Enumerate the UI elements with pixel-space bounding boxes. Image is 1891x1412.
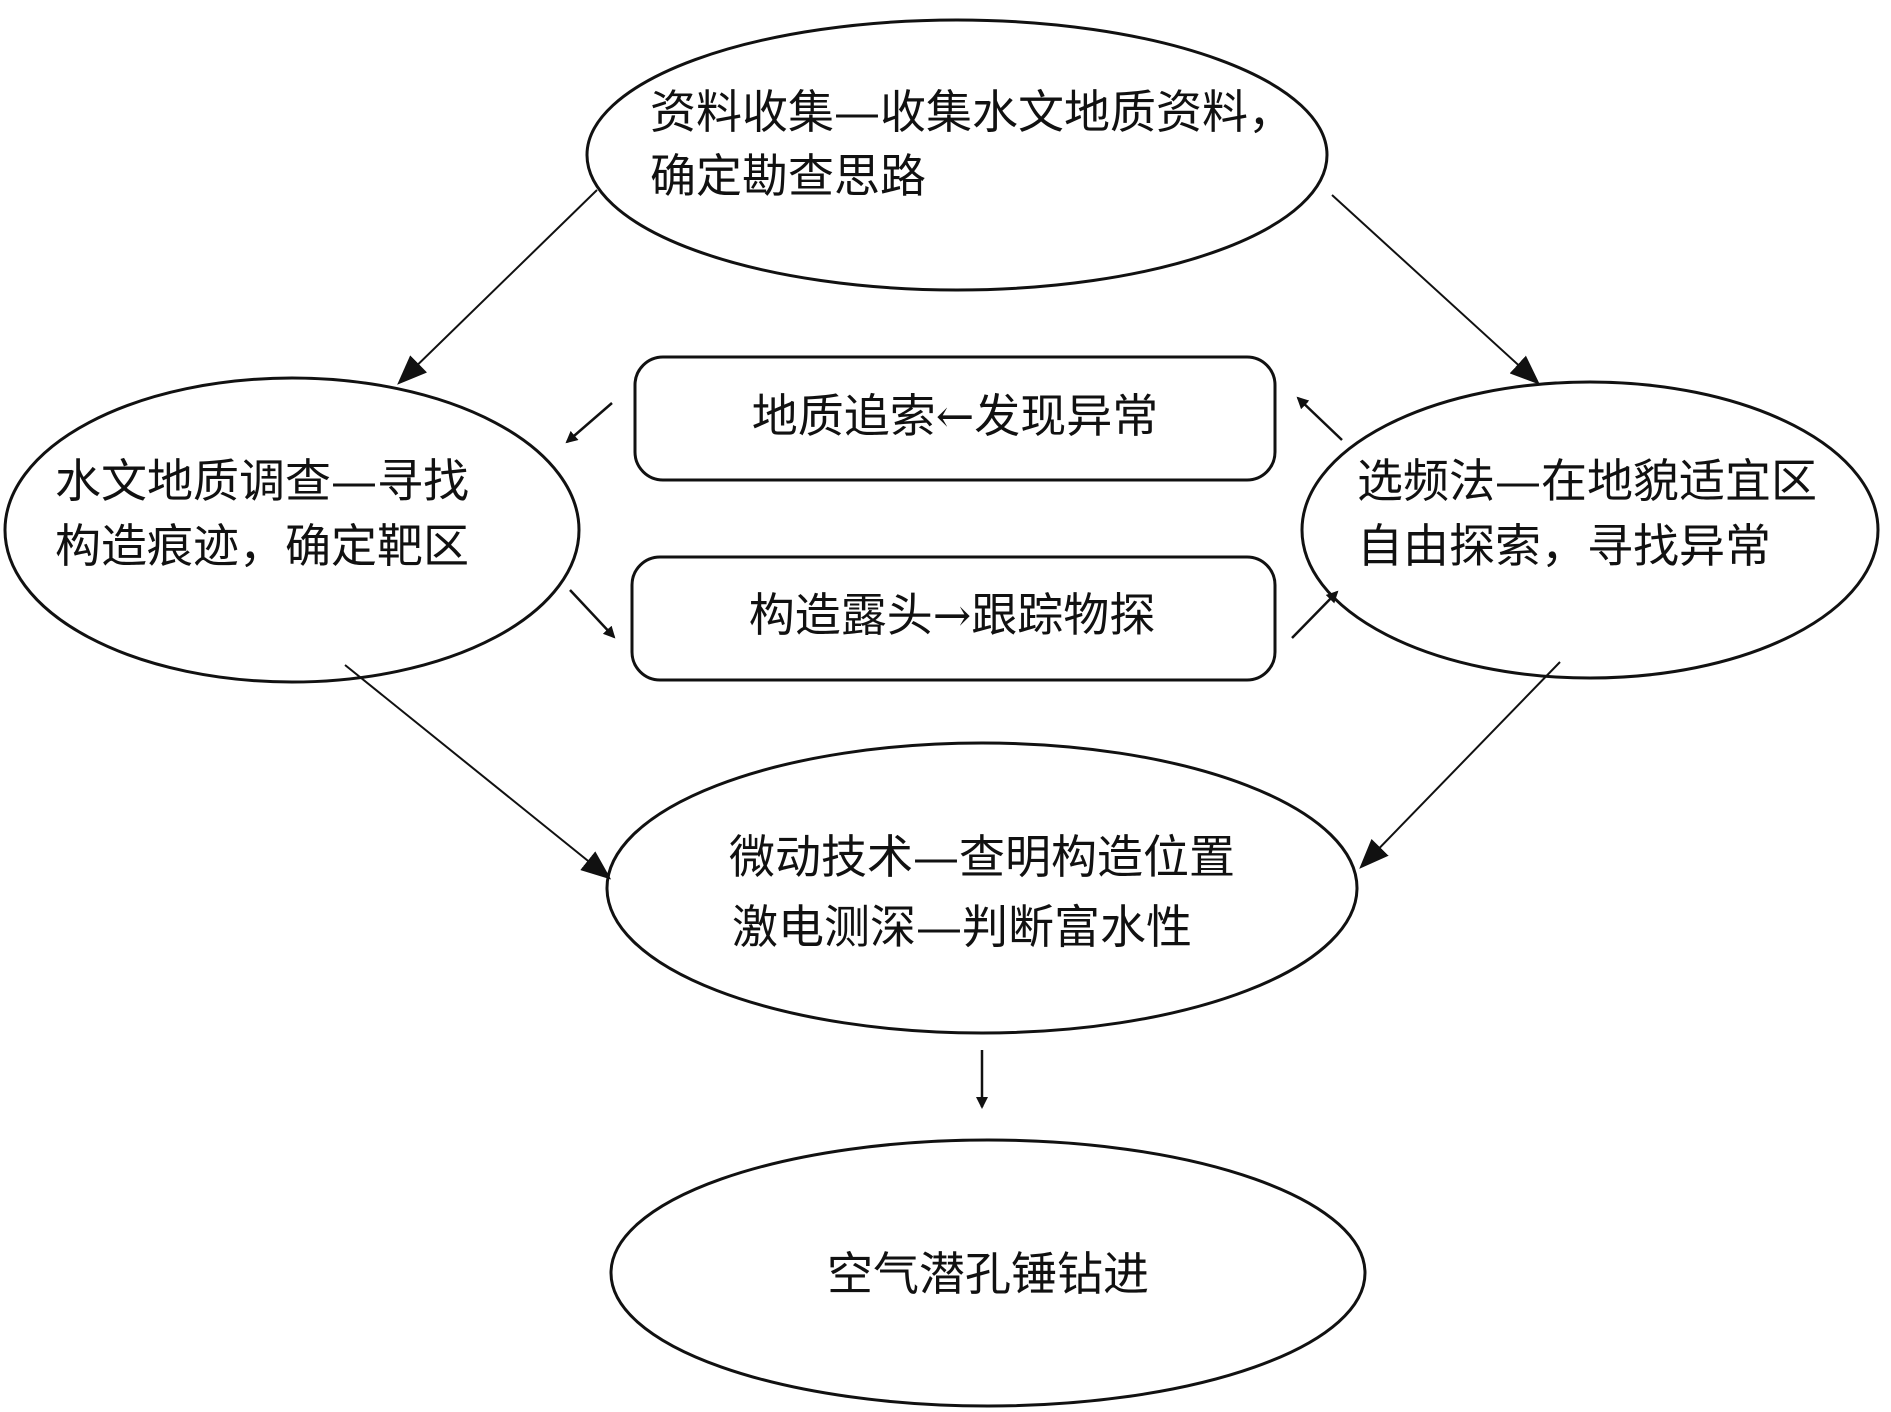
node-outcrop-tracking: 构造露头→跟踪物探 — [630, 555, 1277, 682]
node-microtremor-line2: 激电测深—判断富水性 — [732, 900, 1192, 954]
node-data-collection-line2: 确定勘查思路 — [650, 149, 926, 203]
node-frequency-method-line1: 选频法—在地貌适宜区 — [1357, 454, 1817, 508]
arrow-frequency-to-microtremor — [1359, 661, 1561, 869]
node-hydro-survey: 水文地质调查—寻找 构造痕迹，确定靶区 — [3, 376, 581, 684]
arrow-geotrace-to-survey — [565, 402, 613, 444]
node-geo-trace-label: 地质追索←发现异常 — [752, 389, 1159, 443]
node-frequency-method-line2: 自由探索，寻找异常 — [1357, 519, 1771, 573]
node-hydro-survey-line1: 水文地质调查—寻找 — [55, 454, 469, 508]
arrow-survey-to-microtremor — [344, 664, 612, 880]
node-hydro-survey-line2: 构造痕迹，确定靶区 — [55, 519, 469, 573]
node-outcrop-tracking-label: 构造露头→跟踪物探 — [749, 588, 1156, 642]
arrow-outcrop-to-frequency — [1291, 590, 1339, 639]
node-frequency-method: 选频法—在地貌适宜区 自由探索，寻找异常 — [1300, 380, 1880, 680]
node-drilling: 空气潜孔锤钻进 — [609, 1138, 1367, 1408]
arrow-survey-to-outcrop — [569, 589, 616, 639]
node-data-collection-line1: 资料收集—收集水文地质资料， — [650, 85, 1294, 139]
node-data-collection: 资料收集—收集水文地质资料， 确定勘查思路 — [585, 18, 1329, 292]
node-geo-trace: 地质追索←发现异常 — [633, 355, 1277, 482]
arrow-collection-to-frequency — [1331, 194, 1540, 385]
arrow-frequency-to-geotrace — [1296, 396, 1343, 441]
node-drilling-label: 空气潜孔锤钻进 — [827, 1247, 1149, 1301]
arrow-collection-to-survey — [397, 189, 598, 385]
node-microtremor: 微动技术—查明构造位置 激电测深—判断富水性 — [605, 741, 1359, 1035]
node-microtremor-line1: 微动技术—查明构造位置 — [729, 830, 1235, 884]
